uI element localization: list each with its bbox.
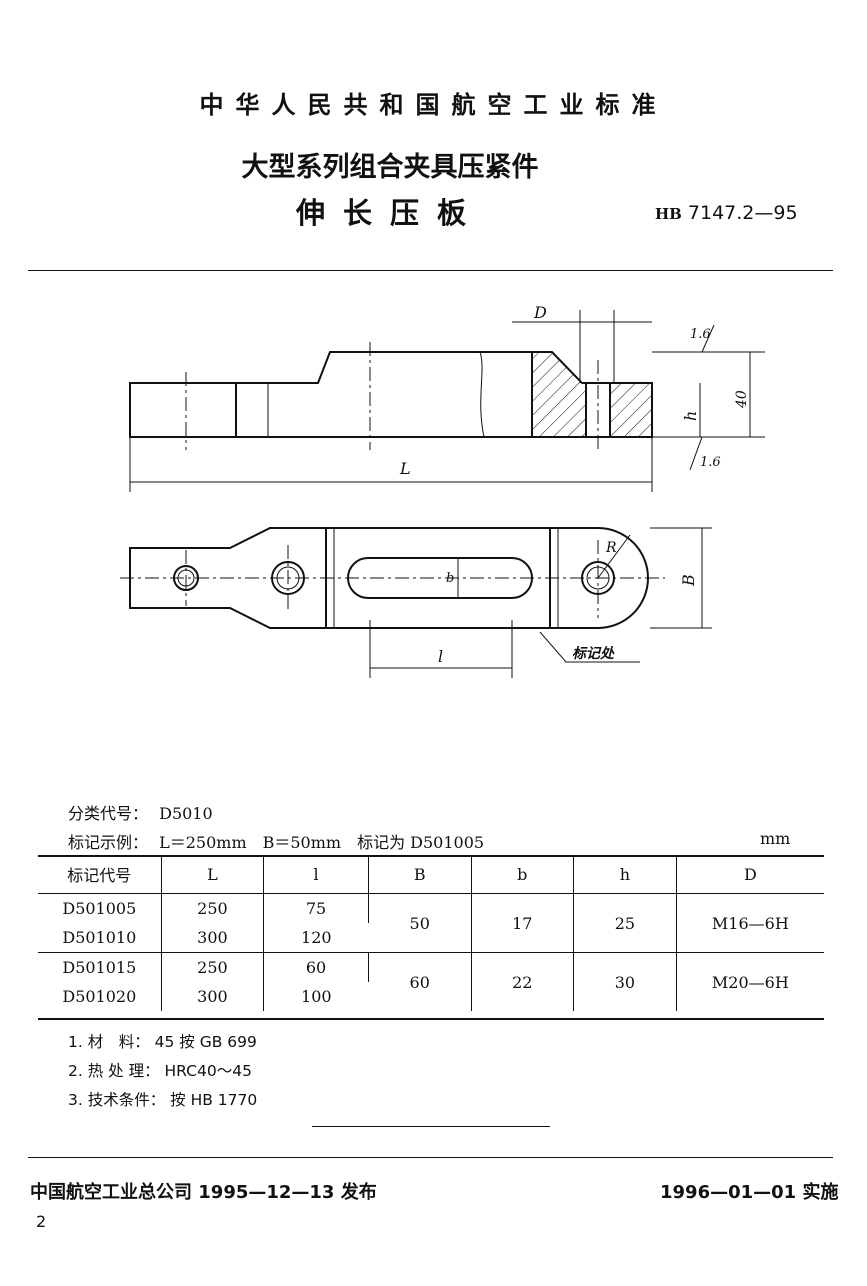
note-label: 3. 技术条件：	[68, 1091, 166, 1109]
effective-date: 1996—01—01 实施	[660, 1182, 839, 1203]
cell-L: 250	[161, 893, 265, 923]
table-row: D501005 250 75 50 17 25 M16—6H	[38, 893, 824, 953]
cell-L: 300	[161, 982, 265, 1011]
col-header-h: h	[573, 855, 677, 894]
marking-example-value: L＝250mm B＝50mm 标记为 D501005	[159, 833, 485, 852]
col-header-l: l	[263, 855, 369, 894]
cell-code: D501015	[38, 952, 162, 982]
note-label: 2. 热 处 理：	[68, 1062, 160, 1080]
col-header-D: D	[676, 855, 824, 894]
header-rule	[28, 270, 833, 271]
drawing-annotations: D 1.6 1.6 h 40 L R b B l 标记处	[399, 303, 750, 666]
plan-view	[129, 527, 649, 629]
issue-info: 中国航空工业总公司 1995—12—13 发布	[30, 1182, 377, 1203]
front-view	[129, 351, 653, 438]
note-label: 1. 材 料：	[68, 1033, 150, 1051]
dim-h-label: h	[681, 411, 700, 421]
technical-drawing: D 1.6 1.6 h 40 L R b B l 标记处	[120, 303, 765, 678]
class-code-label: 分类代号：	[68, 804, 149, 823]
class-code-value: D5010	[159, 804, 213, 823]
table-row: D501020 300 100	[38, 982, 824, 1011]
note-material: 1. 材 料： 45 按 GB 699	[68, 1030, 257, 1052]
cell-b: 17	[471, 893, 575, 953]
cell-D: M16—6H	[676, 893, 824, 953]
table-header-row: 标记代号 L l B b h D	[38, 855, 824, 894]
table-bottom-rule	[38, 1018, 824, 1020]
issuing-organization: 中华人民共和国航空工业标准	[199, 91, 668, 119]
cell-L: 300	[161, 923, 265, 953]
note-value: 45 按 GB 699	[154, 1033, 257, 1051]
roughness-bottom-label: 1.6	[700, 455, 721, 470]
note-value: 按 HB 1770	[170, 1091, 258, 1109]
unit-value: mm	[760, 829, 791, 848]
document-title-line1: 大型系列组合夹具压紧件	[241, 152, 539, 183]
note-technical-conditions: 3. 技术条件： 按 HB 1770	[68, 1088, 257, 1110]
standard-prefix: HB	[655, 205, 682, 223]
cell-B: 50	[368, 893, 472, 953]
mark-position-label: 标记处	[572, 645, 615, 662]
dim-b-label: b	[446, 571, 454, 586]
dim-R-label: R	[605, 540, 617, 556]
center-lines	[120, 342, 665, 618]
marking-example-label: 标记示例：	[68, 833, 149, 852]
col-header-code: 标记代号	[38, 855, 162, 894]
dim-D-label: D	[533, 303, 547, 322]
dimension-table: 标记代号 L l B b h D D501005 250 75 50 17 25…	[38, 855, 824, 1011]
dim-40-label: 40	[734, 390, 750, 409]
roughness-top-label: 1.6	[690, 327, 711, 342]
col-header-b: b	[471, 855, 575, 894]
marking-example-line: 标记示例： L＝250mm B＝50mm 标记为 D501005	[68, 829, 484, 853]
cell-l: 100	[301, 987, 332, 1006]
dimension-lines	[129, 310, 765, 492]
note-heat-treatment: 2. 热 处 理： HRC40～45	[68, 1059, 252, 1081]
document-title-line2: 伸长压板	[295, 196, 484, 230]
standard-number: HB 7147.2—95	[655, 202, 798, 224]
table-row: D501015 250 60 60 22 30 M20—6H	[38, 952, 824, 1011]
cell-h: 30	[573, 952, 677, 1011]
cell-l: 75	[263, 893, 369, 923]
cell-h: 25	[573, 893, 677, 953]
cell-B: 60	[368, 952, 472, 1011]
note-value: HRC40～45	[164, 1062, 252, 1080]
cell-L: 250	[161, 952, 265, 982]
cell-l: 120	[263, 923, 369, 953]
plan-dimension-lines	[369, 527, 712, 678]
cell-b: 22	[471, 952, 575, 1011]
cell-l: 60	[263, 952, 369, 982]
col-header-B: B	[368, 855, 472, 894]
cell-D: M20—6H	[711, 972, 789, 992]
unit-label: mm	[760, 829, 790, 848]
col-header-L: L	[161, 855, 265, 894]
class-code-line: 分类代号： D5010	[68, 800, 213, 824]
dim-B-label: B	[679, 574, 698, 587]
page-number: 2	[36, 1212, 47, 1231]
cell-code: D501010	[38, 923, 162, 953]
dim-L-label: L	[399, 459, 411, 478]
cell-code: D501020	[38, 982, 162, 1011]
standard-code: 7147.2—95	[687, 202, 798, 224]
table-row: D501010 300 120	[38, 923, 824, 953]
end-rule	[312, 1126, 550, 1127]
dim-l-label: l	[438, 647, 443, 666]
cell-code: D501005	[38, 893, 162, 923]
footer-rule	[28, 1157, 833, 1158]
